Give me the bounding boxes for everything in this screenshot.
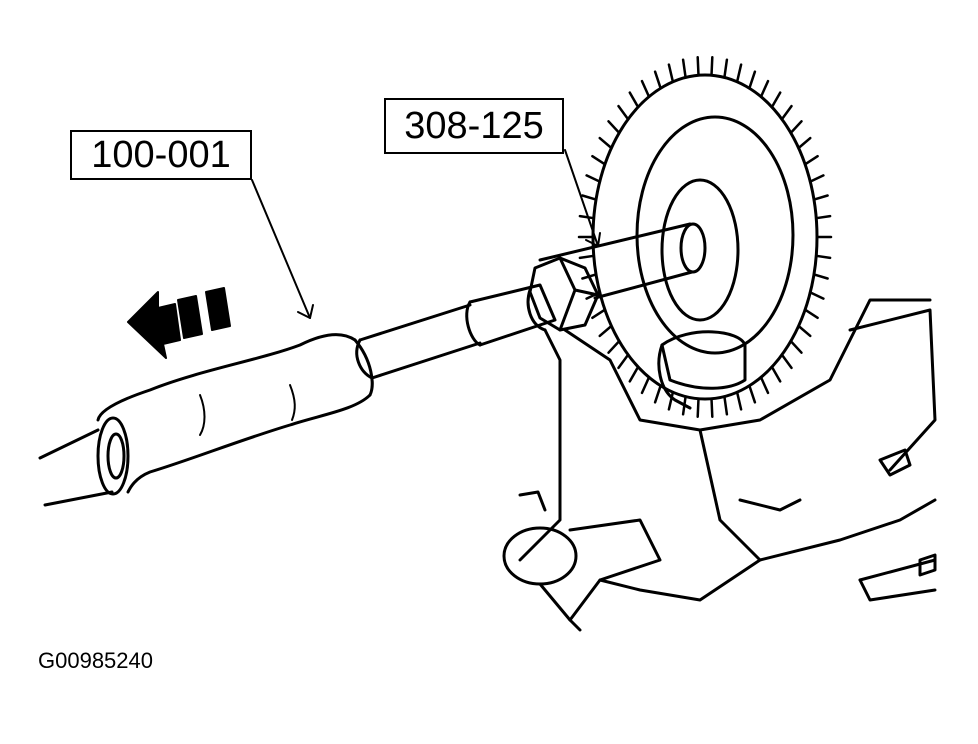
- gear-tooth: [770, 365, 782, 383]
- gear-tooth: [748, 384, 757, 404]
- gear-tooth: [759, 79, 770, 98]
- gear-tooth: [780, 104, 793, 121]
- leader-lines: [251, 149, 601, 319]
- gear-tooth: [812, 194, 829, 201]
- gear-tooth: [578, 254, 596, 260]
- gear-tooth: [814, 254, 832, 260]
- gear-tooth: [598, 324, 613, 338]
- gear-tooth: [814, 214, 832, 220]
- leader-line-tool-a: [251, 179, 311, 319]
- gear-tooth: [789, 120, 803, 135]
- gear-tooth: [735, 390, 743, 411]
- gear-tooth: [581, 194, 598, 201]
- gear-tooth: [617, 353, 630, 370]
- slide-hammer-weight: [96, 333, 374, 496]
- gear-tooth: [667, 63, 675, 84]
- gear-tooth: [710, 397, 714, 418]
- slide-hammer-rod: [355, 303, 482, 380]
- gear-tooth: [723, 58, 729, 79]
- gear-tooth: [628, 91, 640, 109]
- figure-id: G00985240: [38, 648, 153, 673]
- leader-line-tool-b: [564, 149, 599, 247]
- gear-tooth: [808, 174, 825, 183]
- gear-tooth: [607, 120, 621, 135]
- gear-tooth: [696, 56, 700, 77]
- gear-tooth: [607, 339, 621, 354]
- vise-jaw-pin: [660, 330, 747, 390]
- gear-tooth: [789, 339, 803, 354]
- gear-tooth: [617, 104, 630, 121]
- gear-tooth: [591, 308, 607, 320]
- gear-tooth: [640, 376, 651, 395]
- gear-tooth: [653, 384, 662, 404]
- gear-tooth: [748, 70, 757, 90]
- gear-tooth: [598, 136, 613, 150]
- gear-tooth: [759, 376, 770, 395]
- hex-nut: [528, 256, 600, 332]
- gear-tooth: [797, 324, 812, 338]
- adapter-sleeve: [465, 283, 557, 347]
- shaft: [538, 222, 707, 300]
- gear-tooth: [723, 395, 729, 416]
- gear-tooth: [681, 58, 687, 79]
- bench-vise: [502, 298, 937, 632]
- gear-tooth: [585, 174, 602, 183]
- gear-tooth: [578, 214, 596, 220]
- tool-label-100-001: 100-001: [70, 130, 252, 180]
- gear-tooth: [735, 63, 743, 84]
- gear-tooth: [710, 56, 714, 77]
- gear-tooth: [770, 91, 782, 109]
- gear-tooth: [640, 79, 651, 98]
- gear-tooth: [797, 136, 812, 150]
- tool-label-100-001-text: 100-001: [91, 134, 231, 176]
- gear-tooth: [667, 390, 675, 411]
- gear-tooth: [803, 308, 819, 320]
- gear-tooth: [681, 395, 687, 416]
- gear-tooth: [653, 70, 662, 90]
- tool-label-308-125-text: 308-125: [404, 105, 544, 147]
- gear-tooth: [628, 365, 640, 383]
- tool-label-308-125: 308-125: [384, 98, 564, 154]
- gear-tooth: [591, 154, 607, 166]
- gear-tooth: [808, 291, 825, 300]
- pull-direction-arrow-icon: [127, 287, 231, 359]
- gear-tooth: [803, 154, 819, 166]
- gear-tooth: [696, 397, 700, 418]
- rod-left-extension: [38, 428, 114, 507]
- gear-tooth: [780, 353, 793, 370]
- gear-tooth: [812, 273, 829, 280]
- sprocket-gear: [577, 56, 833, 418]
- vise-handle-knob: [502, 526, 578, 586]
